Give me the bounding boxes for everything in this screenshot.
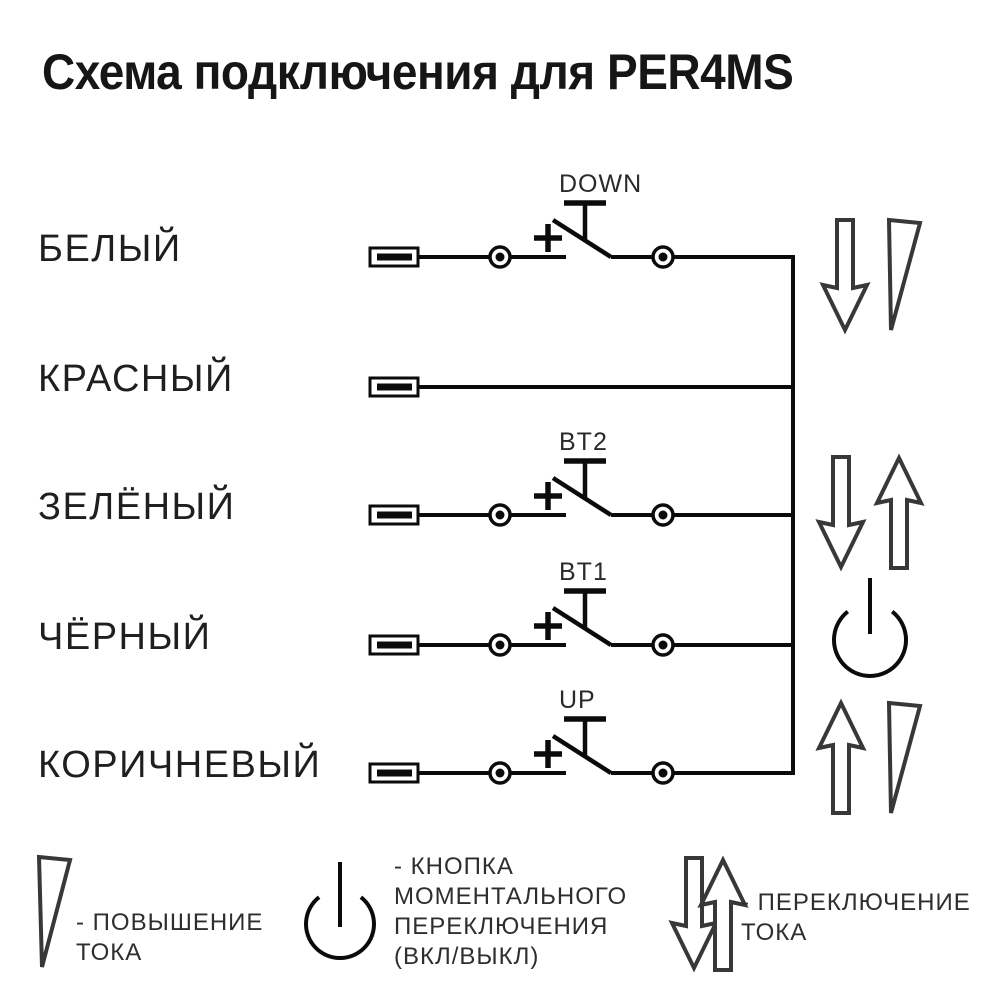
wire-label: БЕЛЫЙ: [38, 225, 182, 270]
wire-row-black: ЧЁРНЫЙ BT1: [38, 558, 795, 658]
row-brown-action-icons: [815, 698, 923, 815]
wire-row-green: ЗЕЛЁНЫЙ BT2: [38, 428, 795, 528]
down-arrow-icon: [668, 856, 720, 973]
power-button-icon: [304, 862, 376, 960]
terminal-icon: [651, 503, 675, 527]
wire-row-brown: КОРИЧНЕВЫЙ UP: [38, 686, 795, 786]
switch-label: BT1: [559, 558, 608, 586]
terminal-icon: [488, 245, 512, 269]
terminal-icon: [488, 633, 512, 657]
wire-label: КОРИЧНЕВЫЙ: [38, 741, 321, 786]
wire-connector-icon: [368, 246, 420, 268]
legend-label: ПЕРЕКЛЮЧЕНИЯ: [394, 913, 608, 940]
legend-label: - КНОПКА: [394, 853, 514, 880]
current-wedge-icon: [886, 217, 923, 331]
row-green-action-icons: [815, 453, 925, 572]
up-arrow-icon: [697, 855, 749, 972]
momentary-switch-icon: [534, 458, 613, 517]
legend-item-current-switching: - ПЕРЕКЛЮЧЕНИЕ ТОКА: [668, 855, 971, 973]
wire-connector-icon: [368, 762, 420, 784]
terminal-icon: [651, 245, 675, 269]
wire-row-white: БЕЛЫЙ DOWN: [38, 170, 795, 270]
legend-label: - ПОВЫШЕНИЕ: [76, 909, 263, 936]
switch-blade: [551, 734, 613, 775]
switch-label: UP: [559, 686, 596, 714]
wire-label: КРАСНЫЙ: [38, 355, 234, 400]
down-arrow-icon: [815, 455, 867, 572]
switch-blade: [551, 218, 613, 259]
wire-connector-icon: [368, 634, 420, 656]
switch-label: BT2: [559, 428, 608, 456]
wire-connector-icon: [368, 504, 420, 526]
up-down-arrows-icon: [668, 855, 749, 973]
legend-label: (ВКЛ/ВЫКЛ): [394, 943, 539, 970]
terminal-icon: [488, 503, 512, 527]
momentary-switch-icon: [534, 200, 613, 259]
up-arrow-icon: [873, 453, 925, 570]
wire-label: ЧЁРНЫЙ: [38, 613, 211, 658]
momentary-switch-icon: [534, 588, 613, 647]
legend-label: МОМЕНТАЛЬНОГО: [394, 883, 627, 910]
up-arrow-icon: [815, 698, 867, 815]
terminal-icon: [488, 761, 512, 785]
wire-row-red: КРАСНЫЙ: [38, 355, 795, 400]
wire-connector-icon: [368, 376, 420, 398]
legend-item-current-increase: - ПОВЫШЕНИЕ ТОКА: [36, 854, 263, 968]
power-button-icon: [832, 578, 908, 678]
legend-item-momentary-button: - КНОПКА МОМЕНТАЛЬНОГО ПЕРЕКЛЮЧЕНИЯ (ВКЛ…: [304, 853, 627, 970]
terminal-icon: [651, 633, 675, 657]
switch-blade: [551, 606, 613, 647]
switch-label: DOWN: [559, 170, 642, 198]
legend-label: - ПЕРЕКЛЮЧЕНИЕ: [741, 889, 971, 916]
terminal-icon: [651, 761, 675, 785]
legend-label: ТОКА: [76, 939, 142, 966]
down-arrow-icon: [819, 218, 871, 335]
row-white-action-icons: [819, 217, 923, 335]
page-title: Схема подключения для PER4MS: [42, 45, 793, 100]
current-wedge-icon: [36, 854, 73, 968]
momentary-switch-icon: [534, 716, 613, 775]
current-wedge-icon: [886, 700, 923, 814]
wire-label: ЗЕЛЁНЫЙ: [38, 483, 236, 528]
switch-blade: [551, 476, 613, 517]
legend-label: ТОКА: [741, 919, 807, 946]
